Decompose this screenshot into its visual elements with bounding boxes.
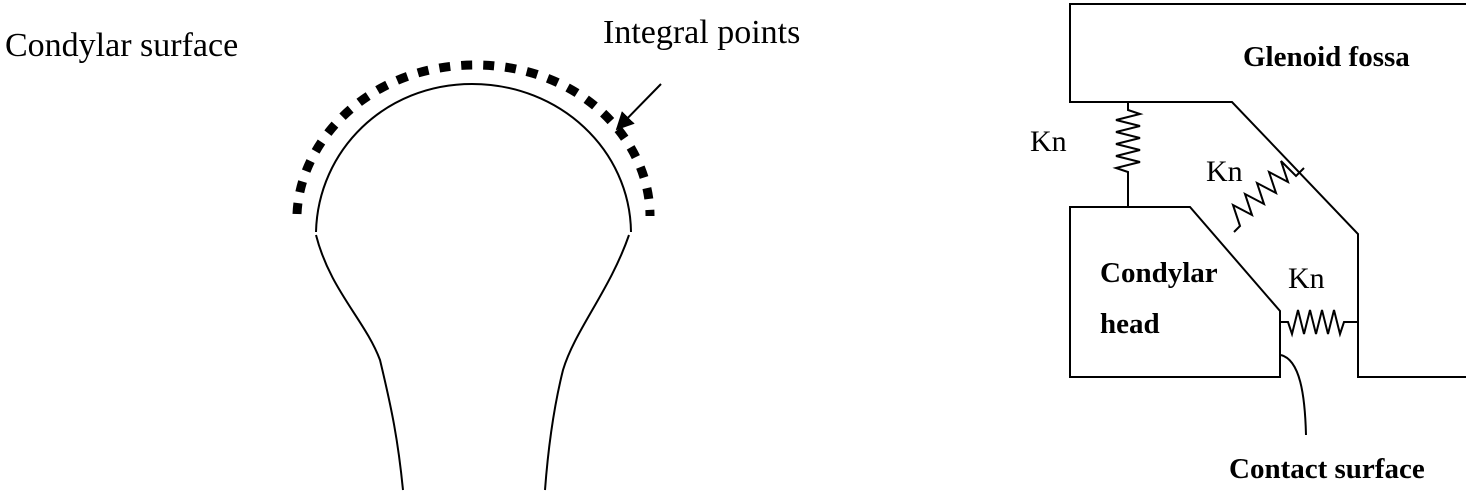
condylar-neck-right — [544, 234, 630, 491]
condylar-neck-left — [315, 234, 404, 491]
integral-points-arrow — [615, 83, 662, 131]
condylar-head-block — [1069, 206, 1281, 378]
condylar-head-label-line2: head — [1100, 308, 1160, 340]
condylar-head-label-line1: Condylar — [1100, 257, 1218, 289]
spring-label-vertical: Kn — [1030, 125, 1067, 158]
spring-vertical — [1112, 102, 1144, 207]
glenoid-fossa-label: Glenoid fossa — [1243, 41, 1410, 73]
spring-diagonal — [1231, 160, 1305, 233]
condylar-head-outline — [315, 82, 632, 233]
contact-model-figure: Glenoid fossa Condylar head Kn Kn Kn Con… — [1030, 3, 1466, 485]
spring-label-horizontal: Kn — [1288, 262, 1325, 295]
contact-surface-leader — [1280, 354, 1307, 436]
condyle-figure: Condylar surface Integral points — [5, 14, 800, 491]
integral-points-arc — [292, 60, 655, 217]
integral-points-label: Integral points — [603, 14, 800, 51]
spring-horizontal — [1280, 309, 1358, 338]
spring-label-diagonal: Kn — [1206, 155, 1243, 188]
contact-surface-label: Contact surface — [1229, 453, 1425, 485]
condylar-surface-label: Condylar surface — [5, 27, 238, 64]
glenoid-fossa-outline — [1069, 3, 1466, 378]
